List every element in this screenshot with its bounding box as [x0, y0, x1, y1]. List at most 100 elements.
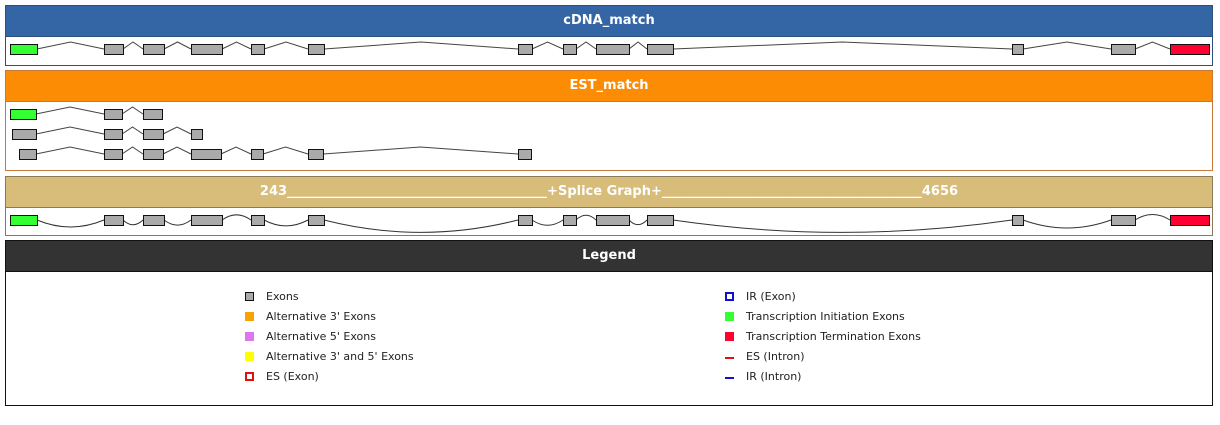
intron-line: [221, 41, 252, 50]
exon: [104, 215, 124, 226]
exon: [596, 44, 630, 55]
splice-junction-arc: [122, 219, 144, 226]
splice-graph-header: 243_____________________________________…: [6, 177, 1212, 208]
exon: [191, 215, 223, 226]
exon: [191, 149, 222, 160]
cdna-match-header: cDNA_match: [6, 6, 1212, 37]
exon: [647, 215, 674, 226]
exon: [143, 215, 165, 226]
intron-line: [322, 146, 519, 155]
intron-line: [220, 146, 252, 155]
exon: [251, 44, 265, 55]
ir-exon-swatch-icon: [725, 292, 734, 301]
exon: [518, 149, 532, 160]
exon: [308, 215, 325, 226]
splice-graph-track: [10, 214, 1210, 233]
exon: [1012, 215, 1024, 226]
intron-line: [672, 41, 1013, 50]
splice-junction-arc: [628, 219, 648, 226]
exon: [104, 149, 123, 160]
legend-label: ES (Exon): [266, 370, 319, 383]
alt5-swatch-icon: [245, 332, 254, 341]
splice-junction-arc: [221, 214, 252, 221]
exon: [143, 44, 165, 55]
initiation-exon: [10, 215, 38, 226]
est-tracks: [10, 106, 532, 160]
exon: [1111, 44, 1136, 55]
cdna-track: [10, 41, 1210, 55]
splice-junction-arc: [575, 214, 597, 221]
splice-junction-arc: [1022, 219, 1112, 229]
splice-graph-panel: 243_____________________________________…: [5, 176, 1213, 236]
exon-swatch-icon: [245, 292, 254, 301]
alt35-swatch-icon: [245, 352, 254, 361]
exon: [19, 149, 37, 160]
splice-junction-arc: [36, 219, 105, 228]
splice-junction-arc: [672, 219, 1013, 233]
legend-header: Legend: [6, 241, 1212, 272]
intron-line: [1022, 41, 1112, 50]
intron-line: [35, 126, 105, 135]
exon: [143, 109, 163, 120]
exon: [104, 44, 124, 55]
termination-exon: [1170, 44, 1210, 55]
initiation-exon: [10, 44, 38, 55]
exon: [251, 215, 265, 226]
legend-label: Transcription Termination Exons: [746, 330, 921, 343]
intron-line: [35, 146, 105, 155]
exon: [518, 44, 533, 55]
exon: [191, 129, 203, 140]
es-intron-swatch-icon: [725, 357, 734, 359]
intron-line: [121, 146, 144, 155]
intron-line: [575, 41, 597, 50]
initiation-swatch-icon: [725, 312, 734, 321]
exon: [191, 44, 223, 55]
exon: [143, 129, 164, 140]
legend-label: IR (Intron): [746, 370, 802, 383]
intron-line: [262, 146, 309, 155]
intron-line: [1134, 41, 1171, 50]
intron-line: [121, 106, 144, 115]
es-exon-swatch-icon: [245, 372, 254, 381]
legend-label: Alternative 5' Exons: [266, 330, 376, 343]
exon: [143, 149, 164, 160]
legend-label: ES (Intron): [746, 350, 805, 363]
exon: [563, 215, 577, 226]
exon: [1111, 215, 1136, 226]
exon: [647, 44, 674, 55]
intron-line: [35, 106, 105, 115]
intron-line: [162, 126, 192, 135]
est-match-header: EST_match: [6, 71, 1212, 102]
intron-line: [323, 41, 519, 50]
exon: [308, 44, 325, 55]
intron-line: [162, 146, 192, 155]
legend-label: Alternative 3' and 5' Exons: [266, 350, 414, 363]
intron-line: [263, 41, 309, 50]
legend-label: Alternative 3' Exons: [266, 310, 376, 323]
exon: [104, 109, 123, 120]
intron-line: [122, 41, 144, 50]
intron-line: [121, 126, 144, 135]
intron-line: [163, 41, 192, 50]
splice-junction-arc: [323, 219, 519, 233]
intron-line: [628, 41, 648, 50]
est-match-panel: EST_match: [5, 70, 1213, 171]
intron-line: [36, 41, 105, 50]
exon: [518, 215, 533, 226]
exon: [308, 149, 324, 160]
splice-junction-arc: [1134, 214, 1171, 221]
exon: [563, 44, 577, 55]
ir-intron-swatch-icon: [725, 377, 734, 379]
initiation-exon: [10, 109, 37, 120]
splice-junction-arc: [163, 219, 192, 226]
exon: [251, 149, 264, 160]
legend-label: IR (Exon): [746, 290, 796, 303]
cdna-match-panel: cDNA_match: [5, 5, 1213, 66]
alt3-swatch-icon: [245, 312, 254, 321]
termination-exon: [1170, 215, 1210, 226]
exon: [104, 129, 123, 140]
splice-junction-arc: [263, 219, 309, 227]
exon: [596, 215, 630, 226]
legend-label: Transcription Initiation Exons: [746, 310, 905, 323]
exon: [12, 129, 37, 140]
